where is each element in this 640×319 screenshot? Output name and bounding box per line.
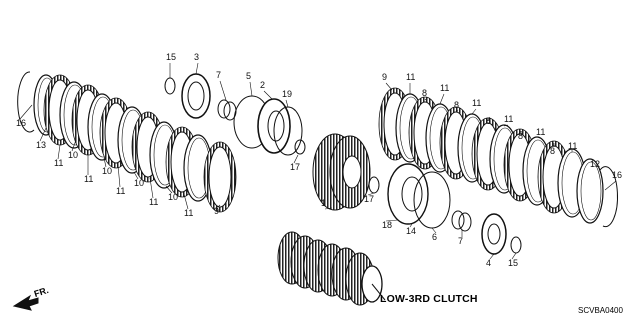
callout-10: 10: [168, 192, 179, 202]
leader-line: [293, 154, 299, 164]
callout-leader-lines: [19, 62, 617, 260]
leader-line: [217, 204, 221, 208]
leader-line: [149, 177, 154, 199]
callout-9: 9: [382, 72, 388, 82]
callout-7: 7: [216, 70, 222, 80]
leader-line: [519, 130, 523, 133]
leader-line: [103, 157, 107, 168]
callout-17: 17: [364, 194, 375, 204]
leader-line: [195, 62, 199, 75]
leader-line: [489, 253, 495, 260]
o-ring: [458, 212, 472, 232]
leader-line: [324, 207, 333, 210]
callout-16: 16: [16, 118, 27, 128]
leader-line: [487, 116, 491, 121]
leader-line: [536, 136, 541, 139]
diagram-title: LOW-3RD CLUTCH: [380, 293, 478, 305]
snap-ring-small: [294, 139, 306, 155]
callout-11: 11: [568, 141, 578, 151]
leader-line: [263, 90, 273, 100]
callout-9: 9: [214, 206, 220, 216]
leader-line: [385, 219, 399, 222]
o-ring: [451, 210, 465, 230]
leader-line: [57, 144, 61, 160]
callout-7: 7: [458, 236, 464, 246]
direction-arrow-icon: [12, 294, 39, 311]
title-arrow-line: [371, 283, 386, 301]
o-ring: [217, 99, 231, 119]
return-spring-inner: [401, 176, 423, 212]
piston-inner: [487, 223, 501, 245]
leader-line: [471, 108, 477, 115]
clutch-hub-bore: [342, 155, 362, 189]
callout-6: 6: [432, 232, 438, 242]
callout-8: 8: [550, 146, 556, 156]
callout-11: 11: [84, 174, 94, 184]
callout-17: 17: [290, 162, 301, 172]
callout-11: 11: [406, 72, 416, 82]
leader-line: [19, 104, 33, 120]
leader-line: [117, 164, 121, 188]
callout-11: 11: [504, 114, 514, 124]
left-clutch-pack: [17, 71, 237, 213]
snap-ring: [599, 166, 619, 228]
snap-ring: [17, 71, 35, 133]
leader-line: [165, 185, 173, 194]
clutch-disc-left-11: [203, 141, 237, 213]
snap-ring-small: [510, 236, 522, 254]
callout-8: 8: [422, 88, 428, 98]
callout-11: 11: [440, 83, 450, 93]
leader-line: [133, 171, 139, 180]
callout-8: 8: [454, 100, 460, 110]
leader-line: [439, 93, 445, 105]
leader-line: [385, 82, 393, 91]
callout-16: 16: [612, 170, 623, 180]
callout-10: 10: [102, 166, 113, 176]
snap-ring-small: [164, 77, 176, 95]
piston-inner: [187, 81, 205, 111]
callout-19: 19: [282, 89, 293, 99]
callout-15: 15: [508, 258, 519, 268]
callout-10: 10: [68, 150, 79, 160]
callout-1: 1: [321, 198, 327, 208]
callout-11: 11: [536, 127, 546, 137]
callout-12: 12: [590, 159, 601, 169]
leader-line: [39, 127, 47, 142]
callout-11: 11: [184, 208, 194, 218]
callout-11: 11: [116, 186, 126, 196]
leader-line: [424, 98, 427, 101]
clutch-piston-hub: [267, 110, 285, 142]
leader-line: [409, 223, 413, 228]
callout-13: 13: [36, 140, 47, 150]
callout-5: 5: [246, 71, 252, 81]
callout-11: 11: [149, 197, 159, 207]
callout-15: 15: [166, 52, 177, 62]
leader-line: [219, 80, 227, 101]
callout-3: 3: [194, 52, 200, 62]
leader-line: [71, 139, 77, 152]
leader-line: [285, 99, 289, 108]
callout-8: 8: [486, 116, 492, 126]
leader-line: [589, 158, 595, 161]
leader-line: [183, 193, 189, 210]
leader-line: [367, 192, 375, 196]
diagram-code: SCVBA0400: [578, 306, 623, 315]
callout-11: 11: [54, 158, 64, 168]
leader-line: [511, 252, 517, 260]
leader-line: [604, 180, 617, 191]
callout-18: 18: [382, 220, 393, 230]
callout-2: 2: [260, 80, 266, 90]
callout-11: 11: [472, 98, 482, 108]
callout-14: 14: [406, 226, 417, 236]
leader-line: [249, 81, 253, 97]
callout-4: 4: [486, 258, 492, 268]
callout-8: 8: [518, 131, 524, 141]
callout-10: 10: [134, 178, 145, 188]
leader-line: [503, 124, 509, 127]
snap-ring-small: [368, 176, 380, 194]
leader-line: [455, 109, 459, 112]
leader-line: [431, 227, 437, 234]
